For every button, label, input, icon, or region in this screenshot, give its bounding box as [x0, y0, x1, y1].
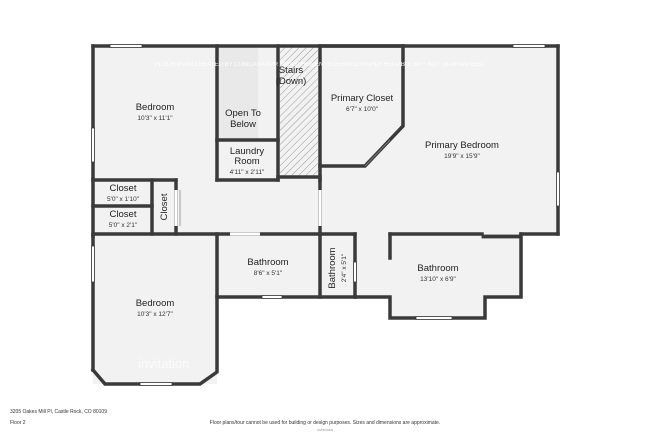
- bathroom-left-label: Bathroom: [247, 257, 288, 268]
- doors: [174, 139, 391, 236]
- bedroom-top-label: Bedroom: [136, 102, 175, 113]
- closet-1-label: Closet: [110, 183, 137, 194]
- open-to-below-label-2: Below: [230, 119, 256, 130]
- open-to-below-area: [218, 46, 258, 140]
- closet-2-label: Closet: [110, 209, 137, 220]
- primary-bedroom-label: Primary Bedroom: [425, 140, 499, 151]
- stairs-hatch: [280, 46, 318, 176]
- watermark-top: FLOOR PLAN CREATED BY CUBICASA APP. MEAS…: [155, 62, 485, 68]
- address-text: 3205 Oakes Mill Pl, Castle Rock, CO 8010…: [10, 409, 107, 415]
- bathroom-left-dims: 8'6" x 5'1": [254, 270, 283, 277]
- laundry-label-1: Laundry: [230, 146, 265, 157]
- stairs-label-2: (Down): [276, 76, 307, 87]
- bedroom-bottom-dims: 10'3" x 12'7": [137, 311, 173, 318]
- closet-vertical-label: Closet: [159, 193, 170, 220]
- floor-fill: [93, 46, 558, 384]
- laundry-label-2: Room: [234, 156, 259, 167]
- stairs-label-1: Stairs: [279, 65, 304, 76]
- watermark-logo: invitation: [138, 356, 189, 371]
- laundry-dims: 4'11" x 2'11": [230, 169, 265, 176]
- bedroom-top-dims: 10'3" x 11'1": [137, 115, 173, 122]
- primary-bedroom-dims: 19'9" x 15'9": [444, 153, 480, 160]
- closet-2-dims: 5'0" x 2'1": [109, 222, 138, 229]
- bathroom-right-label: Bathroom: [417, 263, 458, 274]
- closet-1-dims: 5'0" x 1'10": [107, 196, 140, 203]
- bathroom-small-dims: 2'4" x 5'1": [341, 253, 348, 282]
- room-labels: Bedroom 10'3" x 11'1" Open To Below Stai…: [107, 65, 499, 318]
- open-to-below-label-1: Open To: [225, 108, 261, 119]
- floor-label: Floor 2: [10, 420, 26, 426]
- bedroom-bottom-label: Bedroom: [136, 298, 175, 309]
- disclaimer-text: Floor plans/tour cannot be used for buil…: [209, 420, 441, 426]
- primary-closet-dims: 6'7" x 10'0": [346, 106, 379, 113]
- footer-logo: cubicasa: [317, 427, 333, 432]
- windows: [91, 44, 560, 386]
- primary-closet-label: Primary Closet: [331, 93, 394, 104]
- bathroom-small-label: Bathroom: [327, 247, 338, 288]
- bathroom-right-dims: 13'10" x 6'9": [420, 276, 456, 283]
